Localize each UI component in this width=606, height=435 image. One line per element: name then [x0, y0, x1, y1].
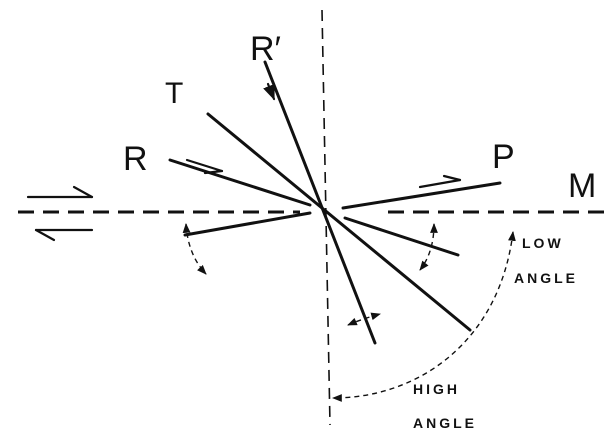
- r-prime-fracture-line: [263, 60, 377, 345]
- t-fracture-line: [206, 112, 472, 332]
- r-fracture-lower-branch: [183, 211, 312, 237]
- left-angle-arc: [182, 223, 207, 275]
- high-low-angle-arc: [332, 231, 516, 402]
- r-slip-arrow: [185, 158, 224, 175]
- label-r: R: [123, 140, 148, 178]
- label-high-line2: ANGLE: [413, 415, 477, 431]
- p-fracture-line: [341, 181, 502, 210]
- r-fracture-line: [168, 158, 312, 207]
- label-low-line1: LOW: [522, 235, 564, 251]
- label-r-prime: R′: [250, 30, 281, 68]
- r-prime-slip-arrow: [263, 82, 276, 101]
- label-p: P: [492, 138, 515, 176]
- p-fracture-lower-branch: [343, 216, 460, 257]
- label-t: T: [165, 77, 183, 110]
- p-slip-arrow: [418, 174, 462, 189]
- label-low-line2: ANGLE: [514, 270, 578, 286]
- right-angle-arc: [419, 223, 438, 271]
- label-high-line1: HIGH: [413, 381, 460, 397]
- shear-sense-arrows: [26, 185, 94, 242]
- label-m: M: [568, 167, 596, 205]
